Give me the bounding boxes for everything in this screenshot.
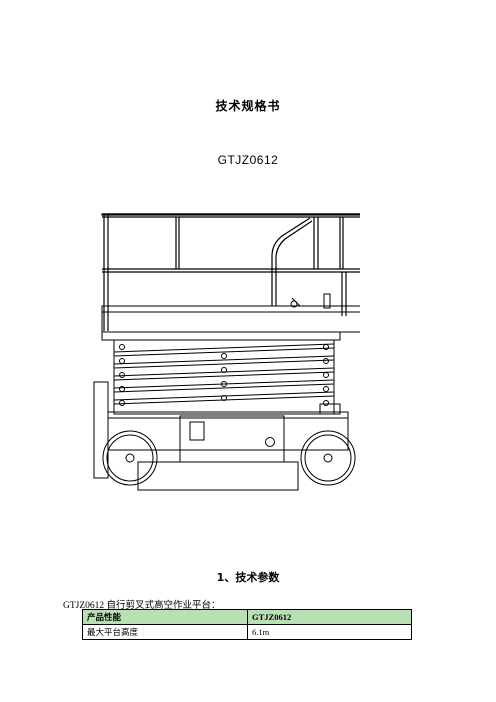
spec-row-value: 6.1m <box>247 624 412 640</box>
section-heading: 1、技术参数 <box>216 571 280 584</box>
scissor-stack <box>113 339 335 415</box>
table-caption: GTJZ0612 自行剪叉式高空作业平台： <box>63 601 221 611</box>
spec-table-header: 产品性能 GTJZ0612 <box>82 609 412 625</box>
scissor-lift-drawing <box>93 213 360 491</box>
table-row: 最大平台高度 6.1m <box>82 624 412 640</box>
guardrail <box>101 213 360 331</box>
document-title: 技术规格书 <box>215 99 281 113</box>
model-code: GTJZ0612 <box>217 153 279 167</box>
spec-header-property: 产品性能 <box>82 609 248 625</box>
platform-deck <box>101 293 360 341</box>
chassis <box>93 381 349 491</box>
spec-header-model: GTJZ0612 <box>247 609 412 625</box>
spec-row-property: 最大平台高度 <box>82 624 248 640</box>
spec-table: 产品性能 GTJZ0612 最大平台高度 6.1m <box>82 609 412 640</box>
wheels <box>102 430 356 486</box>
